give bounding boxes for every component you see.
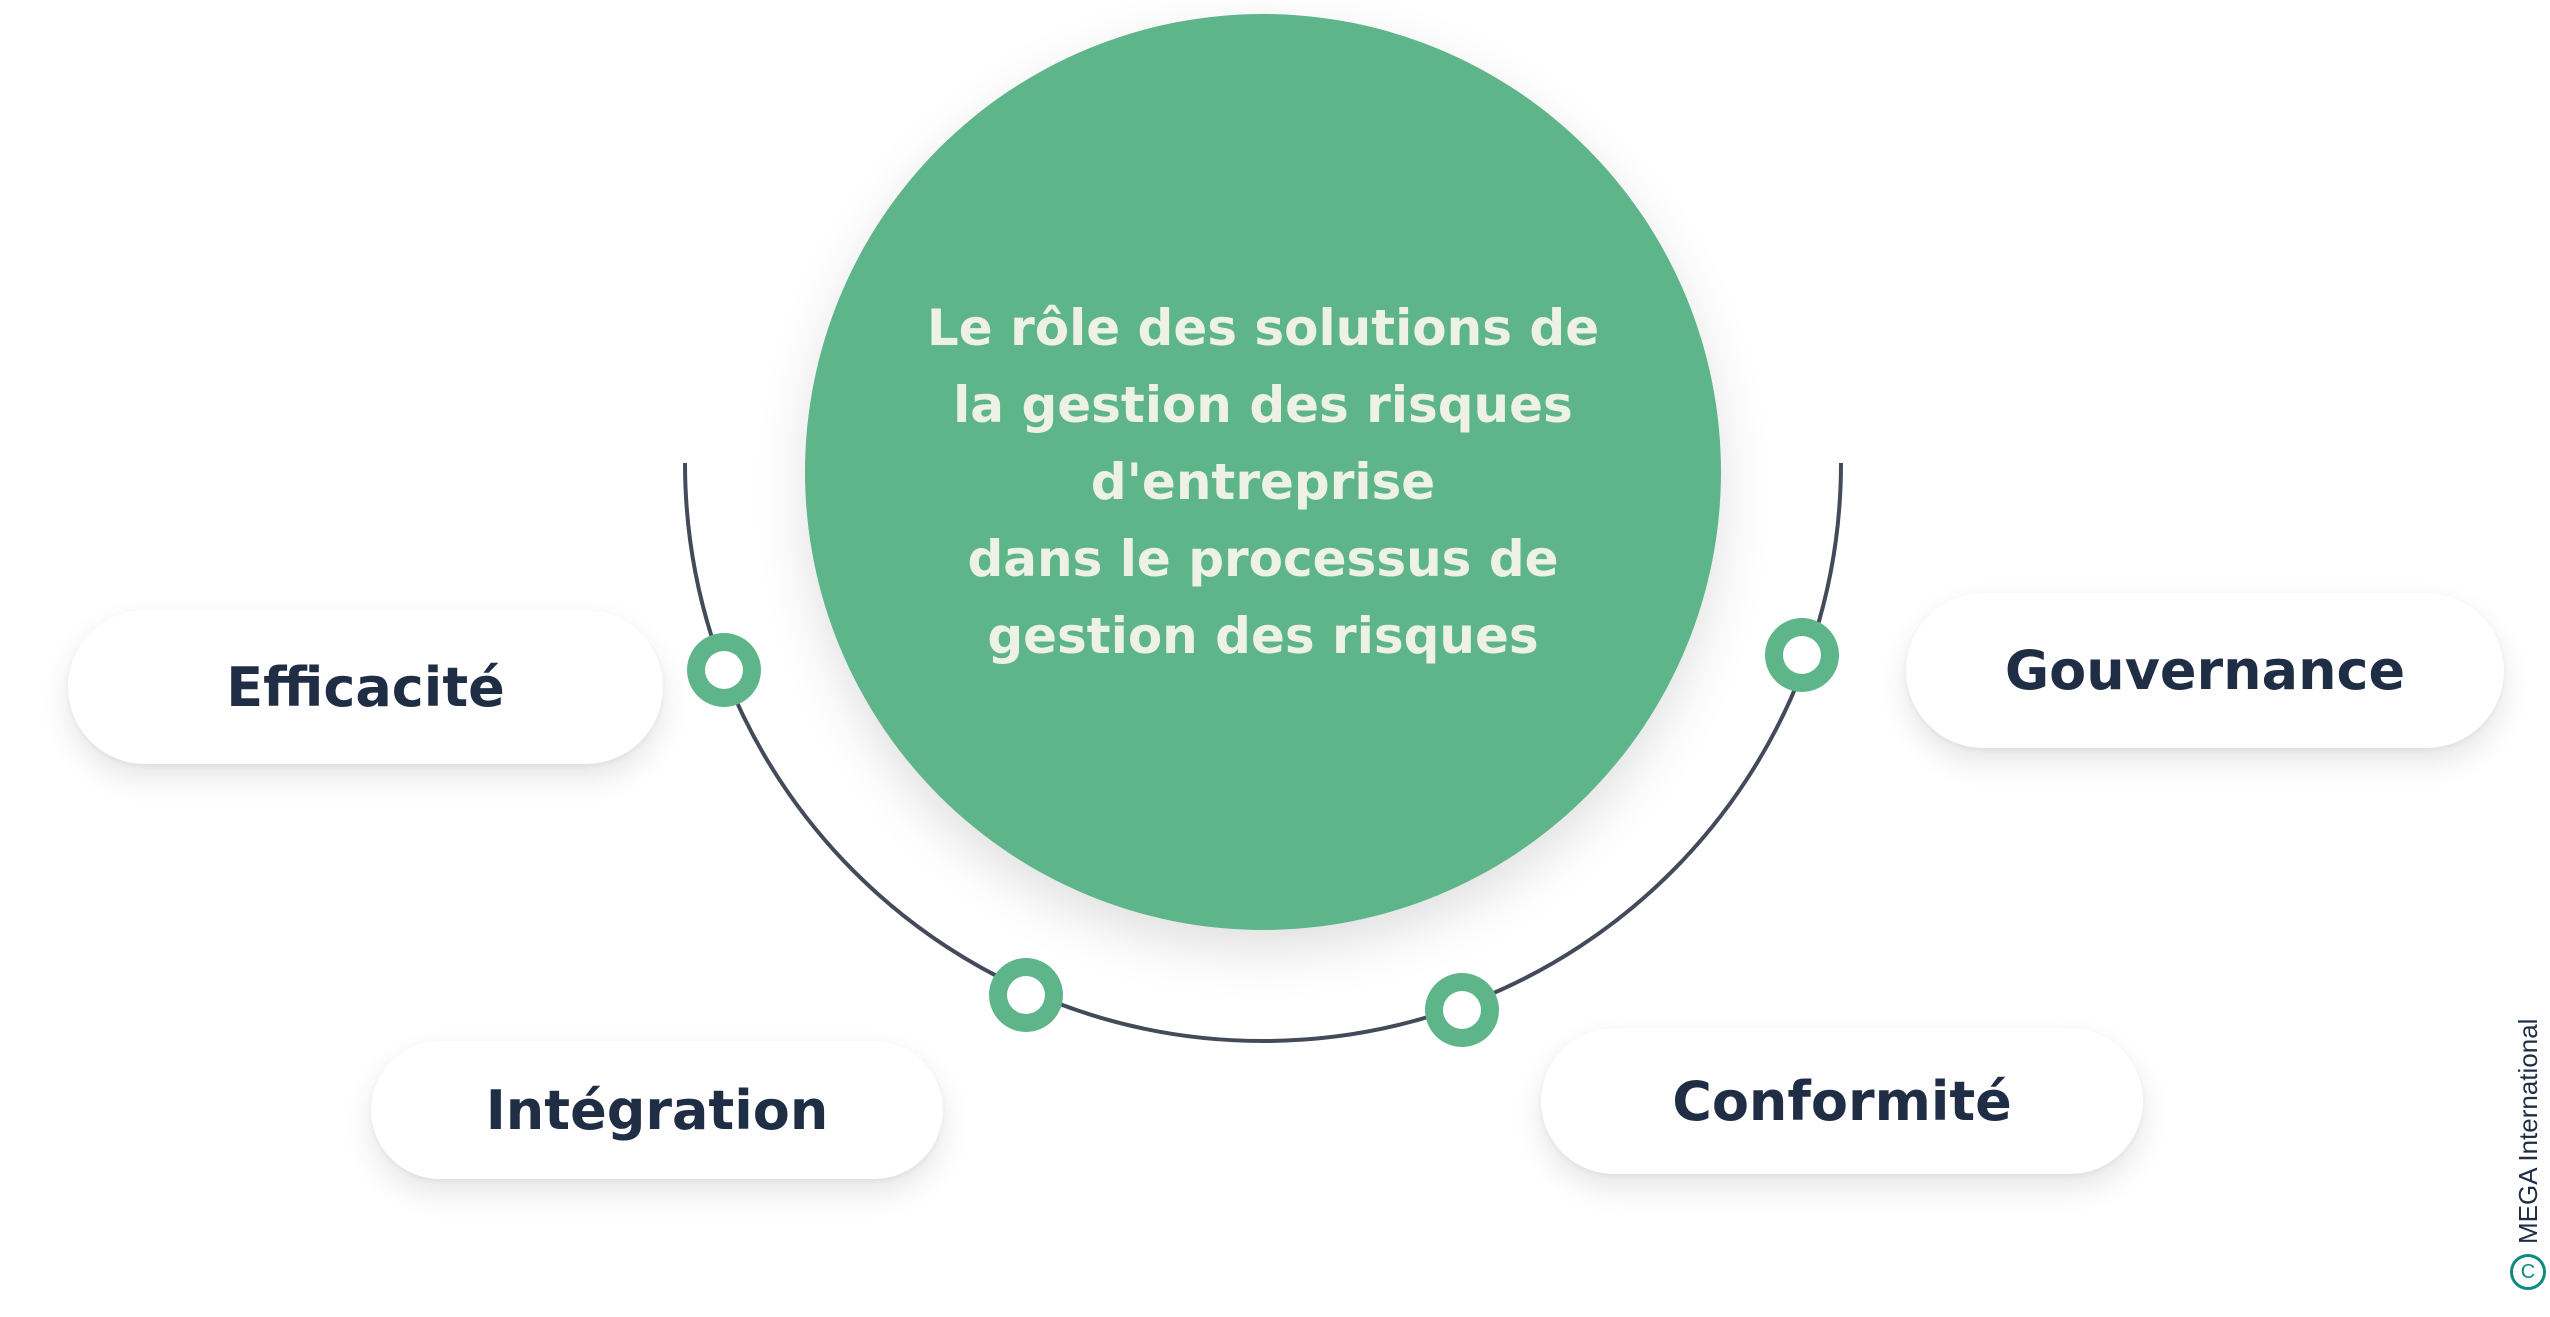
center-circle [805, 14, 1721, 930]
pill-label: Efficacité [226, 655, 505, 719]
title-line: gestion des risques [987, 607, 1539, 665]
pill-efficacite: Efficacité [68, 610, 663, 764]
title-line: Le rôle des solutions de [926, 299, 1600, 357]
title-line: dans le processus de [967, 530, 1559, 588]
arc-node-efficacite [687, 633, 761, 707]
arc-node-integration [989, 958, 1063, 1032]
pill-gouvernance: Gouvernance [1906, 593, 2504, 748]
pill-label: Conformité [1672, 1069, 2012, 1133]
pill-label: Gouvernance [2004, 639, 2406, 702]
title-line: d'entreprise [1090, 453, 1436, 511]
pill-conformite: Conformité [1541, 1028, 2143, 1174]
center-title: Le rôle des solutions de la gestion des … [863, 290, 1663, 675]
arc-node-conformite [1425, 973, 1499, 1047]
copyright-icon: C [2510, 1254, 2546, 1290]
pill-label: Intégration [485, 1078, 829, 1142]
pill-integration: Intégration [371, 1041, 943, 1179]
copyright-text: MEGA International [2512, 1018, 2543, 1244]
copyright-notice: C MEGA International [2510, 1019, 2546, 1290]
arc-line [683, 462, 1843, 1043]
title-line: la gestion des risques [953, 376, 1573, 434]
arc-node-gouvernance [1765, 618, 1839, 692]
